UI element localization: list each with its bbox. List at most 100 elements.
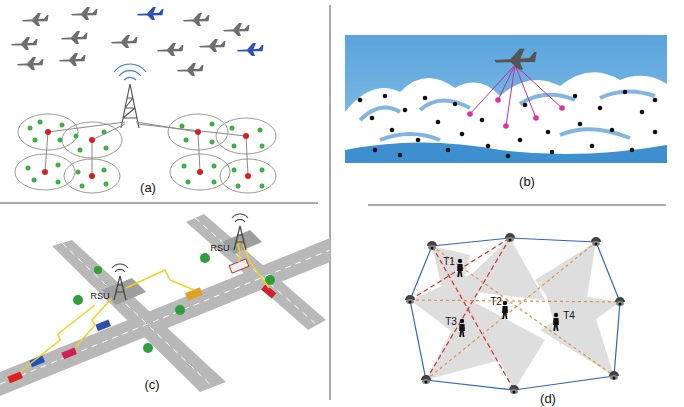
sensor-node — [258, 128, 263, 133]
camera-link — [410, 238, 510, 300]
cluster-ring — [15, 154, 75, 190]
cluster-head — [42, 129, 251, 179]
ground-sensor — [653, 98, 658, 103]
camera — [609, 371, 619, 380]
camera-link — [426, 238, 510, 380]
camera — [591, 237, 601, 246]
sensor-node — [33, 138, 38, 143]
uav-swarm — [183, 13, 210, 26]
ground-sensor — [398, 153, 403, 158]
sensor-node — [186, 180, 191, 185]
sensor-node — [210, 140, 215, 145]
cluster-head — [89, 137, 95, 143]
ground-sensor — [610, 128, 615, 133]
network-boundary — [410, 238, 620, 390]
camera — [509, 385, 519, 394]
panel-divider — [0, 203, 318, 204]
panel-divider — [368, 205, 666, 206]
uav-swarm — [61, 31, 88, 44]
cluster-head — [245, 173, 251, 179]
tree — [73, 253, 275, 353]
target-label: T1 — [443, 257, 455, 267]
rsu-label: RSU — [90, 292, 109, 301]
sensor-node — [260, 168, 265, 173]
uav-swarm — [237, 43, 264, 56]
cluster-ring — [18, 114, 78, 150]
ground-sensor — [453, 102, 458, 107]
wireless-link — [243, 244, 269, 288]
rsu-tower — [112, 264, 128, 272]
ground-sensor — [446, 148, 451, 153]
sensor-node — [180, 124, 185, 129]
sensor-node — [74, 134, 79, 139]
cluster-link — [48, 122, 125, 132]
panel-label: (d) — [540, 392, 556, 405]
sensor-node — [210, 122, 215, 127]
cluster-link — [198, 132, 200, 172]
camera-link — [410, 300, 620, 302]
sensor-node — [260, 184, 265, 189]
camera — [421, 375, 431, 384]
sensor-node — [232, 144, 237, 149]
panel-divider — [0, 5, 666, 400]
road — [0, 214, 330, 396]
camera-link — [432, 246, 614, 376]
sensor-node — [28, 126, 33, 131]
uav-swarm — [59, 53, 86, 66]
ground-sensor — [486, 144, 491, 149]
sensor-node — [56, 180, 61, 185]
ground-sensor — [403, 108, 408, 113]
sensor-node — [212, 164, 217, 169]
sensor-node — [60, 123, 65, 128]
ground-sensor — [653, 130, 658, 135]
ground-sensor — [550, 150, 555, 155]
cluster-head — [197, 169, 203, 175]
cluster-link — [137, 124, 246, 136]
cluster-link — [92, 124, 125, 140]
ground-sensor — [480, 118, 485, 123]
camera — [405, 233, 625, 394]
vehicle — [95, 320, 111, 332]
ground-sensor — [460, 132, 465, 137]
sensor-node — [184, 138, 189, 143]
active-sensor — [559, 105, 565, 111]
uav-swarm — [111, 35, 138, 48]
target-person — [502, 301, 508, 319]
ground-sensor — [358, 90, 658, 159]
sensor-node — [260, 144, 265, 149]
target-person — [459, 319, 465, 337]
uav-link — [470, 65, 562, 126]
tree — [143, 343, 153, 353]
target-label: T2 — [490, 297, 502, 307]
camera — [505, 233, 515, 242]
panel-divider — [330, 5, 331, 400]
camera — [427, 241, 437, 250]
ground-sensor — [373, 148, 378, 153]
rsu-tower — [234, 226, 246, 250]
sensor-node — [230, 126, 235, 131]
uav-swarm — [137, 7, 164, 20]
cluster-head — [243, 133, 249, 139]
ground-sensor — [546, 130, 551, 135]
cell-tower — [114, 64, 146, 72]
rsu-tower — [232, 214, 248, 222]
active-sensor — [533, 115, 539, 121]
wireless-link — [75, 298, 112, 348]
uav-swarm — [17, 57, 44, 70]
active-sensor — [467, 111, 473, 117]
cell-tower — [119, 71, 141, 76]
cluster-head — [45, 129, 51, 135]
ground-sensor — [416, 138, 421, 143]
camera-view — [540, 300, 614, 376]
sensor-node — [76, 170, 81, 175]
sensor-node — [104, 182, 109, 187]
ground-sensor — [630, 148, 635, 153]
uav-swarm — [11, 37, 38, 50]
uav-link — [506, 65, 515, 126]
active-sensor — [503, 123, 509, 129]
road-marking — [0, 250, 330, 384]
uav-swarm — [71, 7, 98, 20]
uav-swarm — [11, 7, 264, 76]
mountain-scene — [345, 35, 667, 163]
